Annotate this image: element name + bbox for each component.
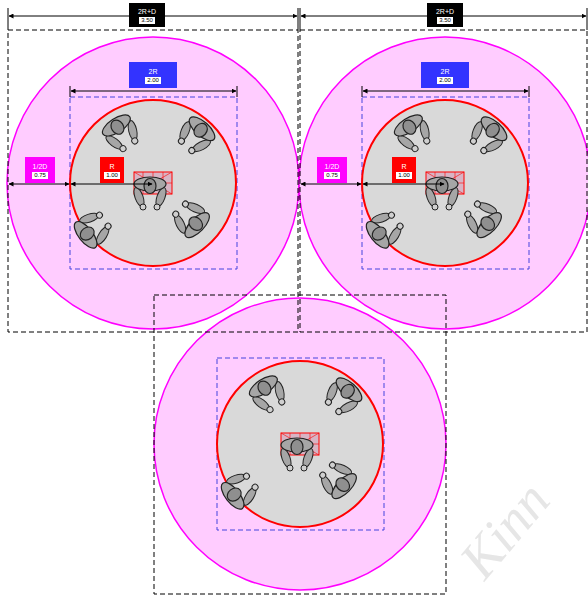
dimension-value: 3.50 (437, 17, 453, 24)
dimension-tag: 2R+D3.50 (427, 3, 463, 27)
dimension-symbol: 1/2D (33, 162, 48, 171)
dimension-tag: 2R2.00 (421, 62, 469, 88)
dimension-value: 3.50 (139, 17, 155, 24)
dimension-value: 1.00 (396, 172, 412, 179)
dimension-tag: R1.00 (392, 157, 416, 183)
dimension-tag: 1/2D0.75 (25, 157, 55, 183)
dimension-symbol: R (109, 162, 114, 171)
dimension-symbol: R (401, 162, 406, 171)
dimension-symbol: 2R (441, 67, 450, 76)
dimension-value: 0.75 (324, 172, 340, 179)
dimension-tag: 1/2D0.75 (317, 157, 347, 183)
dimension-value: 1.00 (104, 172, 120, 179)
dimension-tag: 2R+D3.50 (129, 3, 165, 27)
dimension-symbol: 1/2D (325, 162, 340, 171)
watermark: Kinn (447, 470, 562, 590)
dimension-value: 0.75 (32, 172, 48, 179)
dimension-value: 2.00 (437, 77, 453, 84)
dimension-symbol: 2R (149, 67, 158, 76)
dimension-symbol: 2R+D (436, 7, 454, 16)
dimension-value: 2.00 (145, 77, 161, 84)
dimension-tag: R1.00 (100, 157, 124, 183)
dimension-symbol: 2R+D (138, 7, 156, 16)
dimension-tag: 2R2.00 (129, 62, 177, 88)
